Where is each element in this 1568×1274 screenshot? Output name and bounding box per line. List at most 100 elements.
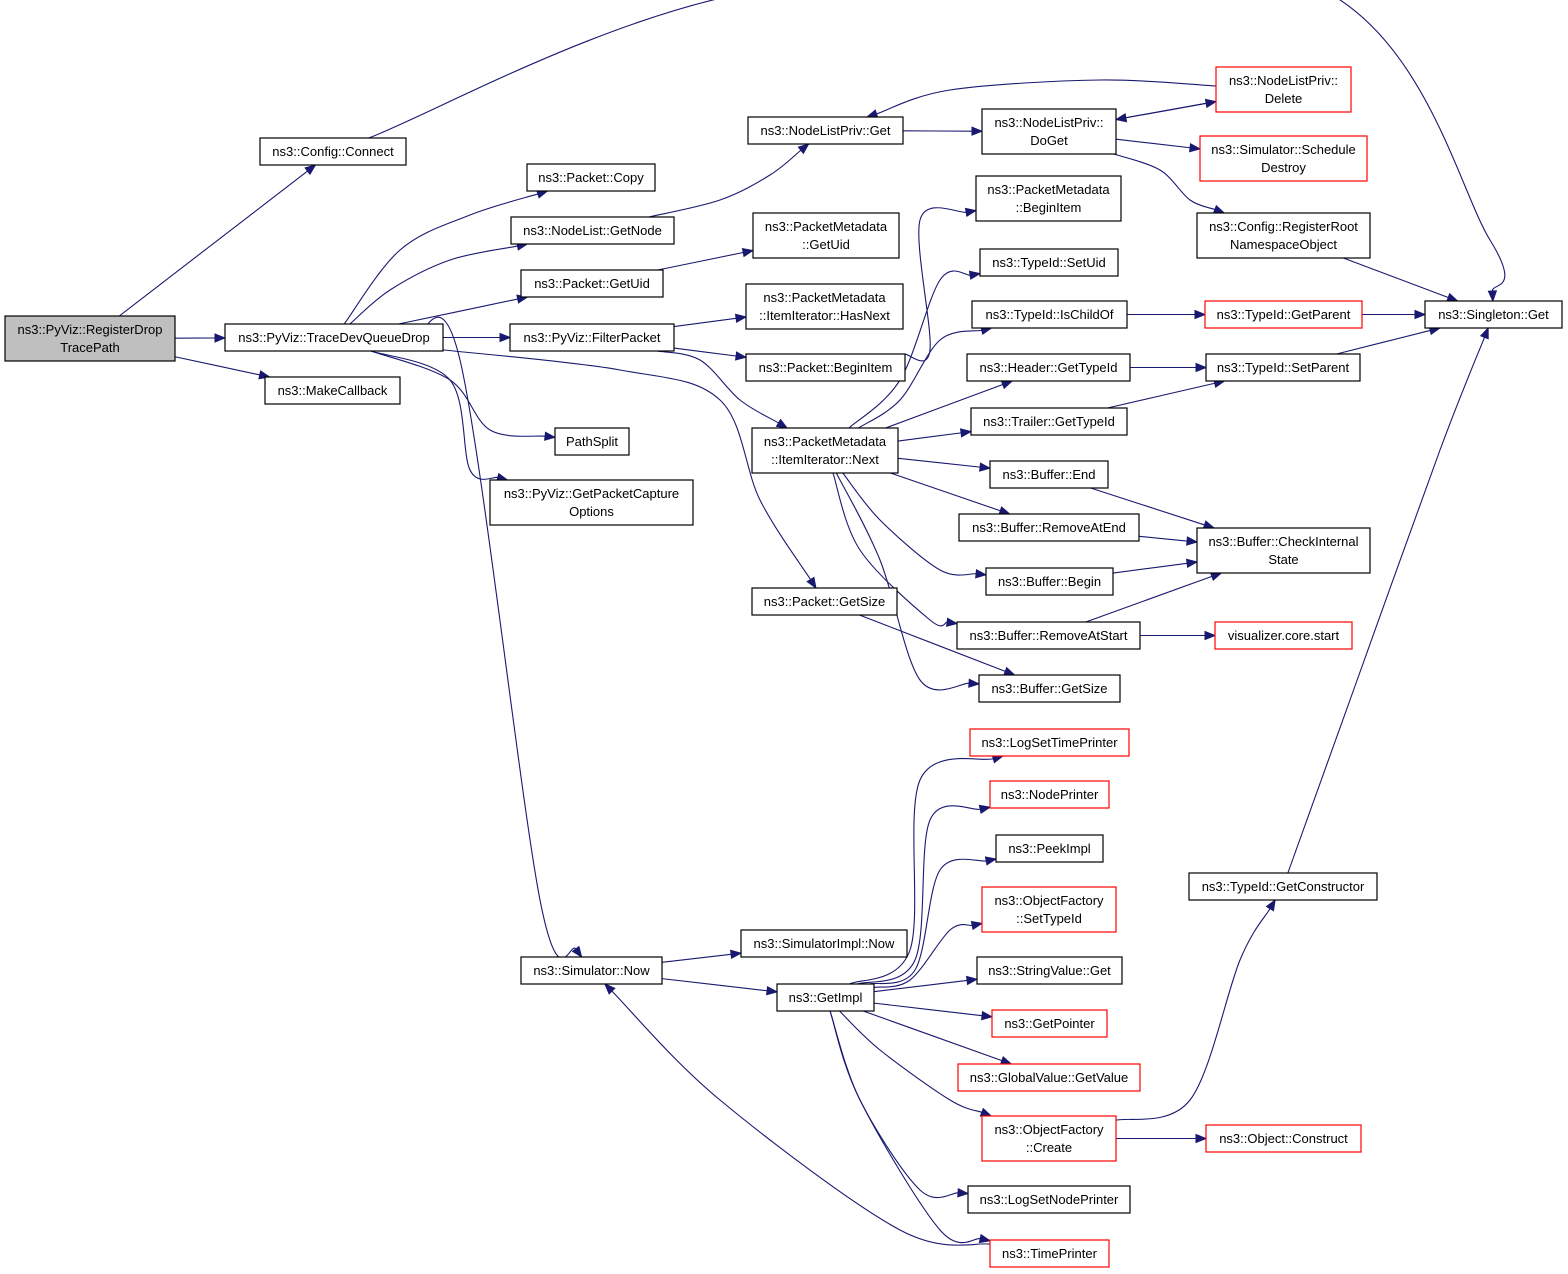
edge-line [848,270,971,429]
node-vizstart[interactable]: visualizer.core.start [1214,621,1353,650]
edge-timeprinter-to-simnow [603,983,991,1246]
node-beginitem[interactable]: ns3::Packet::BeginItem [745,353,906,382]
edge-arrowhead [968,678,981,688]
node-label: ns3::NodeListPriv::Get [760,123,890,138]
node-getimpl[interactable]: ns3::GetImpl [776,983,875,1012]
node-makecb[interactable]: ns3::MakeCallback [264,376,401,405]
node-simimplnow[interactable]: ns3::SimulatorImpl::Now [740,929,908,958]
edge-line [839,1010,983,1113]
node-pgetsize[interactable]: ns3::Packet::GetSize [751,587,898,616]
node-logsetnp[interactable]: ns3::LogSetNodePrinter [967,1185,1131,1214]
node-connect[interactable]: ns3::Config::Connect [259,137,407,166]
node-bbegin[interactable]: ns3::Buffer::Begin [985,567,1114,596]
node-strget[interactable]: ns3::StringValue::Get [976,956,1123,985]
edge-arrowhead [1446,292,1459,302]
node-getnode[interactable]: ns3::NodeList::GetNode [510,216,675,245]
edge-nlpget-to-doget [902,126,984,136]
node-singleton[interactable]: ns3::Singleton::Get [1424,300,1563,329]
edge-line [890,472,1001,512]
node-setuid[interactable]: ns3::TypeId::SetUid [979,248,1119,277]
node-timeprinter[interactable]: ns3::TimePrinter [989,1239,1110,1268]
edge-arrowhead [1000,380,1014,390]
node-peekimpl[interactable]: ns3::PeekImpl [995,834,1104,863]
node-label: Delete [1265,91,1303,106]
edge-line [370,350,498,480]
node-nodeprinter[interactable]: ns3::NodePrinter [989,780,1110,809]
node-bgetsize[interactable]: ns3::Buffer::GetSize [978,674,1121,703]
node-box [1196,527,1371,574]
edge-arrowhead [1487,290,1498,303]
node-box [976,956,1123,985]
node-pathsplit[interactable]: PathSplit [554,427,630,456]
node-trace[interactable]: ns3::PyViz::TraceDevQueueDrop [224,323,444,352]
edge-beginitem-to-pmbegin [904,207,978,362]
node-ischild[interactable]: ns3::TypeId::IsChildOf [971,300,1128,329]
node-label: ns3::Packet::GetUid [534,276,650,291]
node-label: ns3::LogSetNodePrinter [980,1192,1119,1207]
edge-arrowhead [970,920,984,931]
node-bremstart[interactable]: ns3::Buffer::RemoveAtStart [956,621,1141,650]
node-objconstruct[interactable]: ns3::Object::Construct [1205,1124,1362,1153]
node-nlpdelete[interactable]: ns3::NodeListPriv::Delete [1215,66,1352,113]
edge-line [648,149,802,218]
node-hasnext[interactable]: ns3::PacketMetadata::ItemIterator::HasNe… [745,283,904,330]
node-bremend[interactable]: ns3::Buffer::RemoveAtEnd [958,513,1140,542]
edge-arrowhead [981,1010,994,1021]
node-simnow[interactable]: ns3::Simulator::Now [520,956,663,985]
node-box [981,108,1117,155]
node-getpointer[interactable]: ns3::GetPointer [991,1009,1108,1038]
node-setparent[interactable]: ns3::TypeId::SetParent [1205,353,1361,382]
node-tgettid[interactable]: ns3::Trailer::GetTypeId [970,407,1128,436]
node-box [776,983,875,1012]
edge-line [904,207,967,362]
node-box [989,780,1110,809]
node-label: ns3::GlobalValue::GetValue [970,1070,1129,1085]
edge-arrowhead [1003,666,1016,676]
edge-line [1336,329,1431,355]
node-label: ns3::NodeListPriv:: [1229,73,1338,88]
edge-doget-to-schedd [1115,138,1202,153]
node-next[interactable]: ns3::PacketMetadata::ItemIterator::Next [751,427,899,474]
node-logsettp[interactable]: ns3::LogSetTimePrinter [969,728,1130,757]
node-box [526,163,656,192]
node-box [985,567,1114,596]
node-box [745,283,904,330]
node-gvgetvalue[interactable]: ns3::GlobalValue::GetValue [957,1063,1141,1092]
edge-root-to-makecb [174,356,271,380]
edge-ischild-to-getparent [1127,309,1207,320]
edge-connect-to-singleton [368,0,1506,303]
node-box [751,427,899,474]
edge-bbegin-to-bcheck [1112,558,1199,574]
node-pmbegin[interactable]: ns3::PacketMetadata::BeginItem [975,175,1122,222]
node-pmgetuid[interactable]: ns3::PacketMetadata::GetUid [752,212,900,259]
node-box [510,216,675,245]
node-getctor[interactable]: ns3::TypeId::GetConstructor [1188,872,1378,901]
edges-layer [118,0,1506,1246]
node-bend[interactable]: ns3::Buffer::End [989,460,1109,489]
node-pgetuid[interactable]: ns3::Packet::GetUid [520,269,664,298]
node-nlpget[interactable]: ns3::NodeListPriv::Get [747,116,904,145]
node-label: ns3::Buffer::RemoveAtStart [970,628,1128,643]
node-box [991,1009,1108,1038]
node-hgettid[interactable]: ns3::Header::GetTypeId [966,353,1131,382]
node-ofsettid[interactable]: ns3::ObjectFactory::SetTypeId [981,886,1117,933]
edge-arrowhead [775,418,789,429]
edge-line [873,979,968,993]
node-doget[interactable]: ns3::NodeListPriv::DoGet [981,108,1117,155]
node-label: ::ItemIterator::Next [771,452,879,467]
edge-arrowhead [571,945,583,959]
edge-arrowhead [979,462,992,472]
edge-arrowhead [1479,326,1489,340]
node-box [509,323,675,352]
node-filter[interactable]: ns3::PyViz::FilterPacket [509,323,675,352]
node-label: ns3::LogSetTimePrinter [981,735,1118,750]
node-getparent[interactable]: ns3::TypeId::GetParent [1204,300,1363,329]
node-box [752,212,900,259]
node-ofcreate[interactable]: ns3::ObjectFactory::Create [981,1115,1117,1162]
node-pcopy[interactable]: ns3::Packet::Copy [526,163,656,192]
